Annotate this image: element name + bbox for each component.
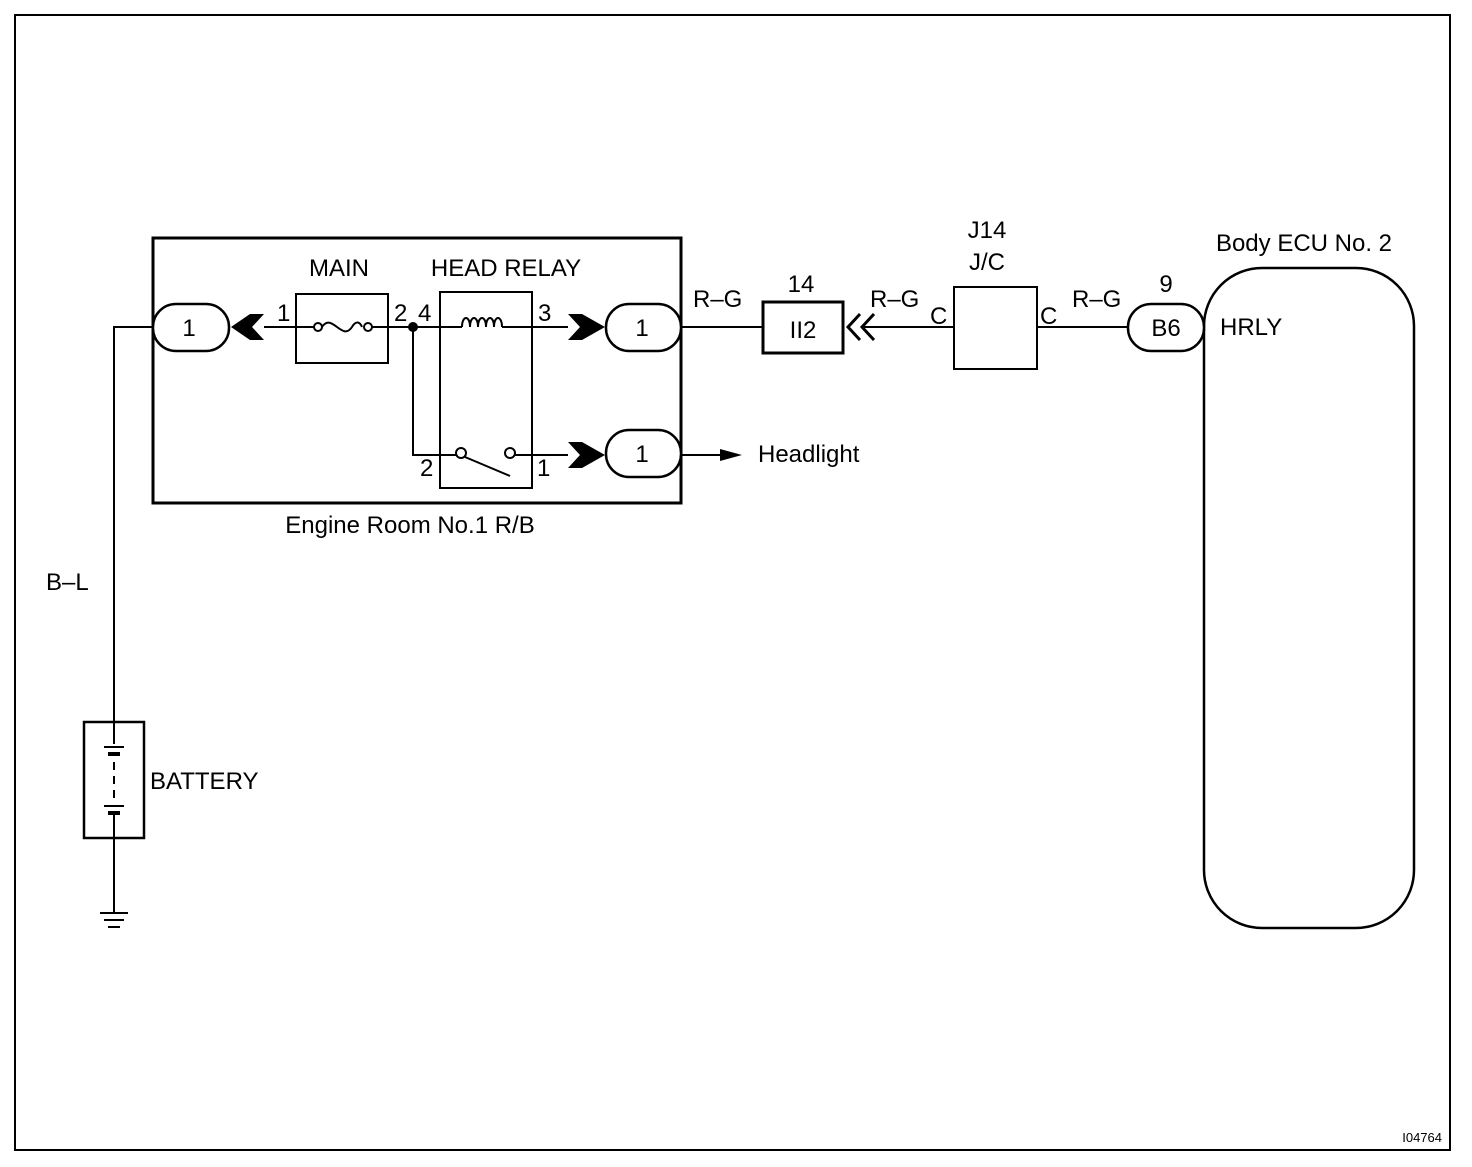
battery-wire: [113, 326, 153, 722]
fuse-terminal-left: [313, 322, 323, 332]
body-ecu-label: Body ECU No. 2: [1216, 230, 1392, 257]
relay-pin-switch-out: 1: [537, 455, 550, 482]
fuse-terminal-right: [363, 322, 373, 332]
outer-frame: [14, 14, 1451, 1151]
battery-wire-label: B–L: [46, 569, 89, 596]
head-relay-box: [439, 291, 533, 489]
connector-right-bottom-arrow: [568, 442, 605, 468]
connector-left-pin: 1: [182, 315, 195, 342]
main-fuse-box: [295, 293, 389, 364]
junction-box: [953, 286, 1038, 370]
ecu-terminal-label: HRLY: [1220, 314, 1282, 341]
chevron-icon-outer: [845, 312, 862, 342]
junction-pin-left: C: [930, 303, 947, 330]
wire-rg-3-label: R–G: [1072, 286, 1121, 313]
wire-rg-1-label: R–G: [693, 286, 742, 313]
switch-terminal-right: [504, 447, 516, 459]
battery-label: BATTERY: [150, 768, 258, 795]
connector-right-bottom-pin: 1: [635, 441, 648, 468]
junction-type: J/C: [969, 249, 1005, 276]
wire-to-relay-switch: [412, 327, 440, 456]
connector-left-arrow: [231, 314, 264, 340]
connector-b6: [1126, 302, 1206, 353]
main-fuse-label: MAIN: [309, 255, 369, 282]
connector-b6-label: B6: [1151, 315, 1180, 342]
junction-pin-right: C: [1040, 303, 1057, 330]
connector-ii2-pin: 14: [788, 271, 815, 298]
figure-code: I04764: [1402, 1130, 1442, 1145]
body-ecu-box: [1202, 266, 1416, 930]
connector-ii2-label: II2: [790, 317, 817, 344]
engine-room-rb-box: [151, 236, 683, 505]
connector-right-top-arrow: [568, 314, 605, 340]
connector-right-top-pin: 1: [635, 315, 648, 342]
engine-room-rb-label: Engine Room No.1 R/B: [285, 512, 534, 539]
headlight-arrow-icon: [720, 449, 742, 461]
connector-b6-pin: 9: [1159, 271, 1172, 298]
relay-pin-switch-in: 2: [420, 455, 433, 482]
connector-ii2: [761, 300, 845, 355]
head-relay-label: HEAD RELAY: [431, 255, 581, 282]
relay-pin-coil-in: 4: [418, 300, 431, 327]
relay-coil-icon: [461, 317, 503, 328]
fuse-icon: [321, 321, 363, 333]
headlight-label: Headlight: [758, 441, 860, 468]
main-pin-left: 1: [277, 300, 290, 327]
main-pin-right: 2: [394, 300, 407, 327]
connector-right-bottom: [604, 428, 683, 479]
switch-terminal-left: [455, 447, 467, 459]
junction-name: J14: [968, 217, 1007, 244]
wire-rg-2-label: R–G: [870, 286, 919, 313]
relay-pin-coil-out: 3: [538, 300, 551, 327]
relay-switch-icon: [464, 456, 511, 477]
